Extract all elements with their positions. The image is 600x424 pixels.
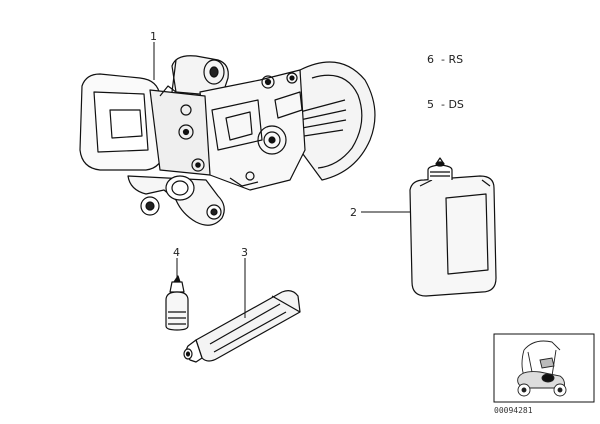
part-number: 00094281	[494, 406, 533, 415]
callout-1: 1	[150, 30, 157, 43]
legend-number-rs: 6	[427, 53, 434, 66]
model-legend: 6 - RS 5 - DS	[427, 53, 464, 111]
grease-tube-drawing	[183, 290, 301, 363]
fluid-bottle-drawing	[409, 157, 497, 297]
small-bottle-drawing	[165, 275, 189, 331]
callout-2: 2	[350, 206, 357, 219]
legend-number-ds: 5	[427, 98, 434, 111]
legend-label-rs: - RS	[441, 53, 463, 66]
legend-label-ds: - DS	[441, 98, 464, 111]
hydraulic-unit-drawing	[79, 55, 376, 226]
callout-4: 4	[173, 246, 180, 259]
callout-3: 3	[241, 246, 248, 259]
vehicle-thumbnail[interactable]: 00094281	[493, 333, 595, 415]
scooter-icon	[517, 340, 567, 397]
